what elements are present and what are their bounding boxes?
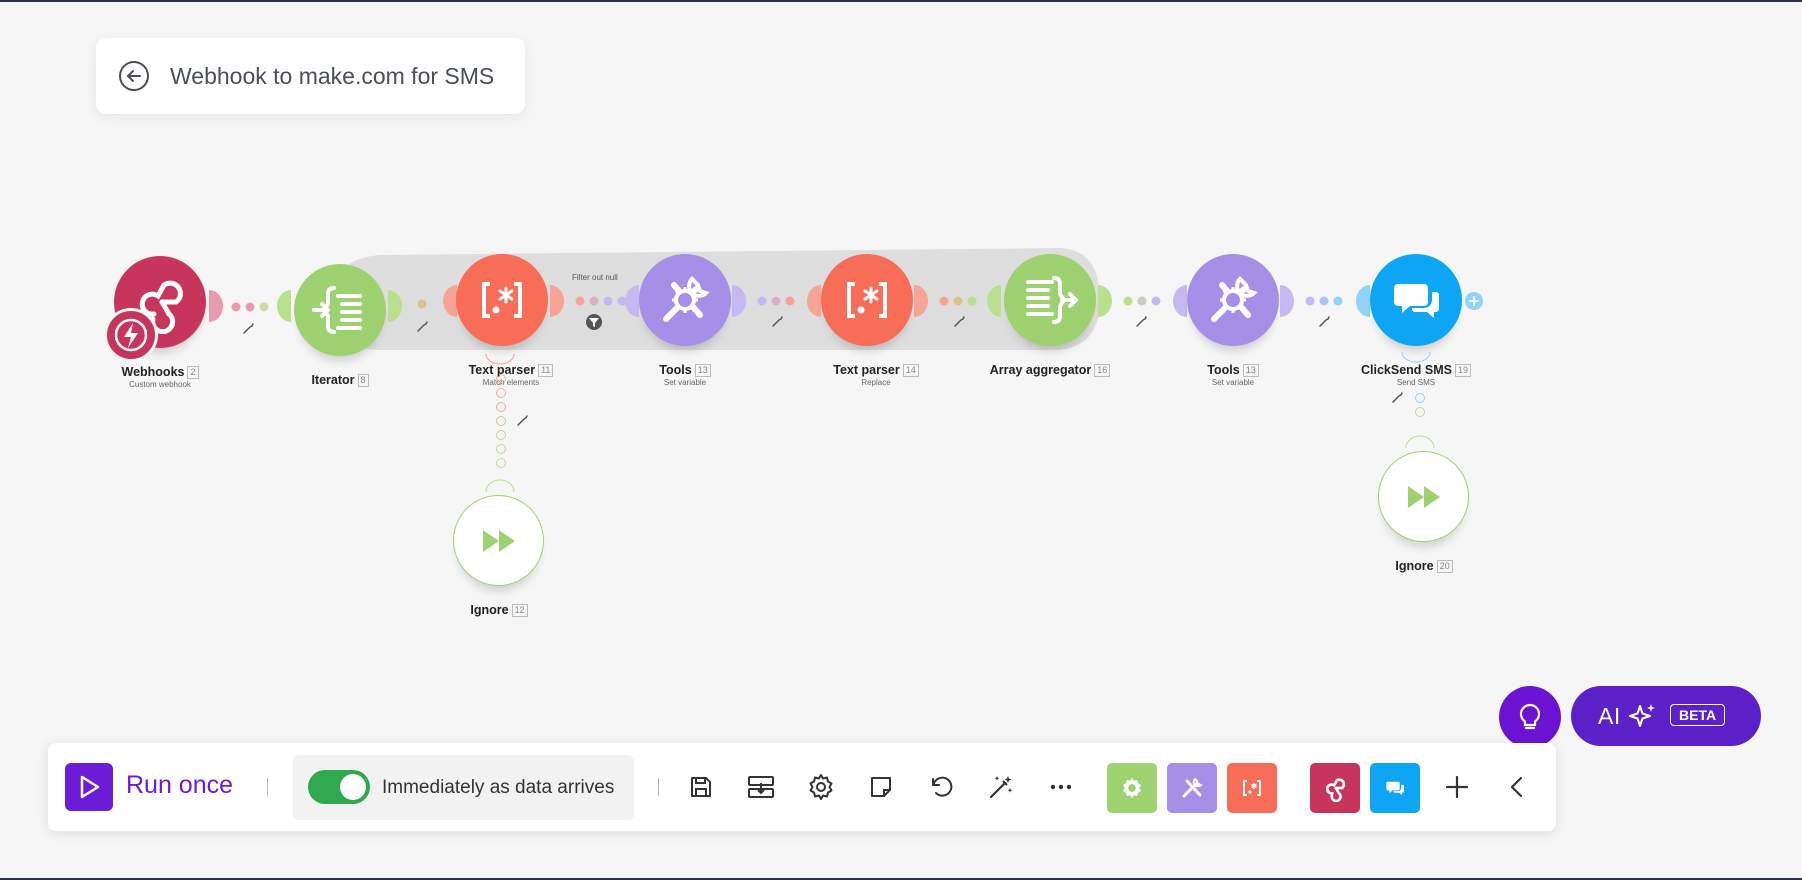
iterator-icon <box>294 264 386 356</box>
lightbulb-hint-button[interactable] <box>1499 686 1561 748</box>
module-iterator[interactable] <box>294 264 386 356</box>
toggle-knob <box>340 774 366 800</box>
module-ignore-20[interactable] <box>1378 451 1469 542</box>
run-once-label[interactable]: Run once <box>126 771 234 799</box>
auto-align-icon[interactable] <box>743 769 779 805</box>
fast-forward-icon <box>453 495 544 586</box>
play-icon <box>80 775 100 799</box>
tools-icon <box>1182 777 1203 798</box>
module-array-aggregator[interactable] <box>1004 254 1096 346</box>
schedule-label: Immediately as data arrives <box>382 777 615 798</box>
module-text-parser-replace[interactable] <box>821 254 913 346</box>
chat-bubbles-icon <box>1370 254 1462 346</box>
magic-wand-icon[interactable] <box>983 769 1019 805</box>
regex-icon <box>1243 780 1261 796</box>
filter-label[interactable]: Filter out null <box>572 273 618 282</box>
beta-badge: BETA <box>1670 704 1726 726</box>
chat-bubbles-icon <box>1386 781 1405 796</box>
aggregator-icon <box>1004 254 1096 346</box>
webhook-icon <box>1325 778 1346 802</box>
regex-icon <box>456 254 548 346</box>
scenario-toolbar: Run once Immediately as data arrives <box>48 743 1556 831</box>
gear-icon <box>1123 777 1141 799</box>
module-clicksend-sms[interactable] <box>1370 254 1462 346</box>
module-tools-set-variable[interactable] <box>639 254 731 346</box>
scenario-title-card: Webhook to make.com for SMS <box>96 38 525 114</box>
module-ignore-12[interactable] <box>453 495 544 586</box>
route-connectors <box>209 248 1483 493</box>
tools-icon <box>639 254 731 346</box>
module-text-parser-match[interactable] <box>456 254 548 346</box>
undo-icon[interactable] <box>923 769 959 805</box>
favorite-clicksend[interactable] <box>1370 763 1420 813</box>
run-once-button[interactable] <box>65 763 113 811</box>
module-tools-set-variable-2[interactable] <box>1187 254 1279 346</box>
schedule-toggle[interactable] <box>308 770 370 804</box>
lightbulb-icon <box>1519 703 1541 730</box>
more-icon[interactable] <box>1043 769 1079 805</box>
schedule-setting[interactable]: Immediately as data arrives <box>293 755 634 820</box>
ai-label: AI <box>1598 702 1621 729</box>
instant-trigger-icon <box>104 308 158 362</box>
module-webhooks[interactable] <box>104 256 206 362</box>
toolbar-divider <box>658 778 659 796</box>
settings-icon[interactable] <box>803 769 839 805</box>
favorite-webhooks[interactable] <box>1310 763 1360 813</box>
notes-icon[interactable] <box>863 769 899 805</box>
favorite-flow-control[interactable] <box>1107 763 1157 813</box>
ai-assistant-button[interactable]: AI BETA <box>1571 686 1761 746</box>
tools-icon <box>1187 254 1279 346</box>
collapse-chevron-icon[interactable] <box>1499 769 1535 805</box>
favorite-tools[interactable] <box>1167 763 1217 813</box>
favorite-text-parser[interactable] <box>1227 763 1277 813</box>
back-arrow-icon[interactable] <box>118 60 150 92</box>
scenario-title: Webhook to make.com for SMS <box>170 62 495 89</box>
fast-forward-icon <box>1378 451 1469 542</box>
toolbar-divider <box>267 778 268 796</box>
save-icon[interactable] <box>683 769 719 805</box>
add-icon[interactable] <box>1439 769 1475 805</box>
sparkles-icon <box>1628 704 1655 727</box>
regex-icon <box>821 254 913 346</box>
